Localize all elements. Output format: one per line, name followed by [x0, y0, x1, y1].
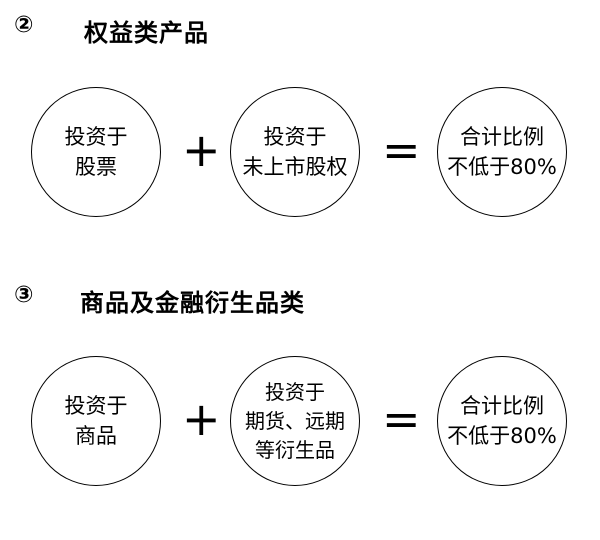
commodities-circle: 投资于 商品	[31, 356, 161, 486]
circle-line: 商品	[75, 424, 117, 448]
section-header: ③ 商品及金融衍生品类	[0, 282, 600, 318]
plus-sign: +	[182, 392, 221, 446]
circle-line: 合计比例	[460, 125, 544, 149]
equals-sign: =	[382, 392, 421, 446]
total-ratio-circle: 合计比例 不低于80%	[437, 87, 567, 217]
circle-line: 期货、远期	[245, 408, 345, 433]
circle-line: 未上市股权	[242, 155, 348, 179]
derivatives-circle: 投资于 期货、远期 等衍生品	[230, 356, 360, 486]
circle-line: 等衍生品	[255, 437, 335, 462]
total-ratio-circle: 合计比例 不低于80%	[437, 356, 567, 486]
section-title: 权益类产品	[84, 19, 209, 47]
stocks-circle: 投资于 股票	[31, 87, 161, 217]
section-number: ②	[14, 12, 34, 38]
circle-line: 投资于	[64, 125, 128, 149]
section-header: ② 权益类产品	[0, 12, 600, 48]
circle-line: 投资于	[265, 379, 325, 404]
equals-sign: =	[382, 123, 421, 177]
commodity-derivatives-section: ③ 商品及金融衍生品类 投资于 商品 + 投资于 期货、远期 等衍生品 = 合计…	[0, 270, 600, 540]
circle-line: 不低于80%	[447, 424, 557, 448]
plus-sign: +	[182, 123, 221, 177]
equity-products-section: ② 权益类产品 投资于 股票 + 投资于 未上市股权 = 合计比例 不低于80%	[0, 12, 600, 217]
circle-line: 不低于80%	[447, 155, 557, 179]
circle-line: 投资于	[263, 125, 327, 149]
circle-line: 投资于	[64, 394, 128, 418]
section-number: ③	[14, 282, 34, 308]
section-title: 商品及金融衍生品类	[80, 289, 305, 317]
circle-line: 合计比例	[460, 394, 544, 418]
unlisted-equity-circle: 投资于 未上市股权	[230, 87, 360, 217]
circle-line: 股票	[75, 155, 117, 179]
